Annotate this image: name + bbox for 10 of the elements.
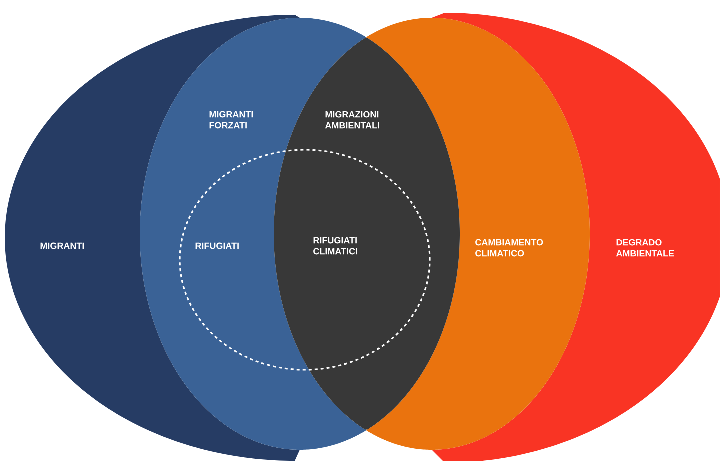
dotted-circle [179,149,431,371]
lens-region [274,38,460,430]
venn-region [432,13,720,461]
region-label: MIGRAZIONI AMBIENTALI [325,111,380,129]
region-label: DEGRADO AMBIENTALE [616,239,674,257]
region-label: CAMBIAMENTO CLIMATICO [476,239,544,257]
region-label: MIGRANTI [40,242,84,250]
venn-region [5,15,300,461]
region-label: MIGRANTI FORZATI [210,111,254,129]
region-label: RIFUGIATI RIFUGIATI CLIMATICI [196,237,358,255]
